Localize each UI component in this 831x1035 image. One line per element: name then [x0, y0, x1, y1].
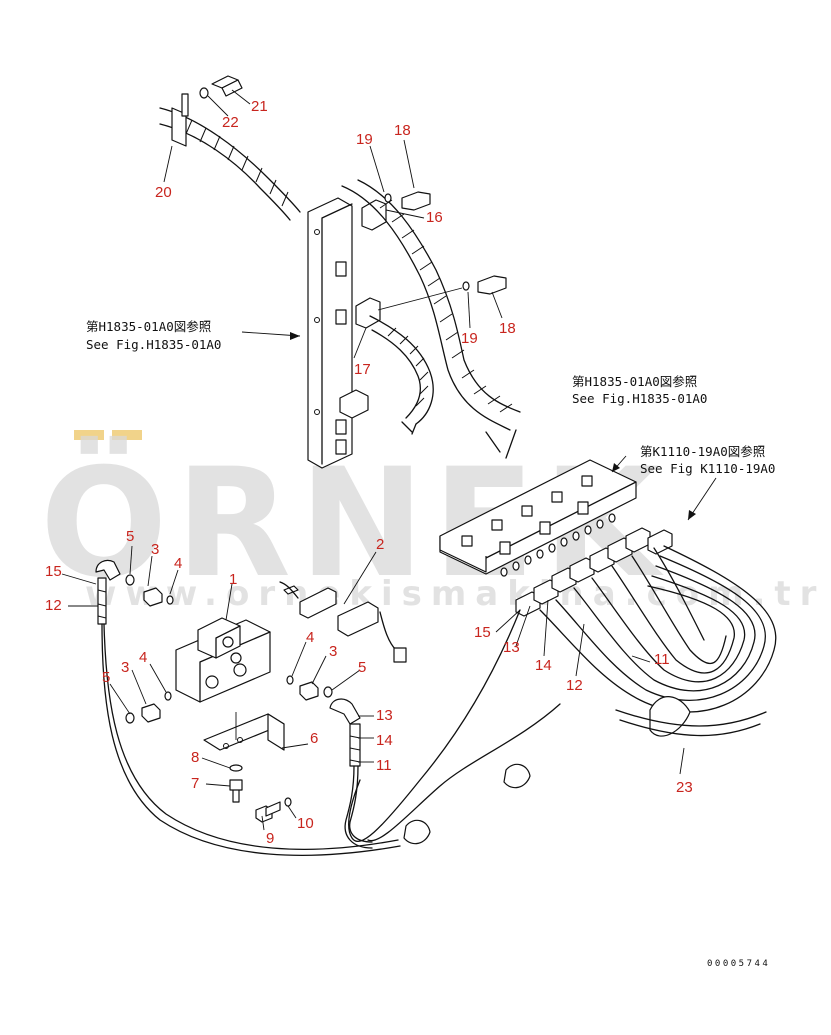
callout-23: 23 — [676, 779, 693, 796]
callout-11: 11 — [654, 651, 670, 668]
callout-8: 8 — [191, 749, 199, 766]
ref-h1835-jp: 第H1835-01A0図参照 — [86, 319, 211, 334]
callout-10: 10 — [297, 815, 314, 832]
left-hose — [95, 559, 401, 857]
callout-13: 13 — [503, 639, 520, 656]
callout-3: 3 — [329, 643, 337, 660]
callout-14: 14 — [376, 732, 393, 749]
callout-17: 17 — [354, 361, 371, 378]
callout-7: 7 — [191, 775, 199, 792]
callout-numbers: 1 2 3 3 3 4 4 4 5 5 5 6 7 8 9 10 11 11 1… — [45, 98, 693, 847]
watermark-umlaut-left — [74, 430, 104, 440]
hose-bundle — [348, 545, 777, 845]
ref-k1110-en: See Fig K1110-19A0 — [640, 461, 775, 476]
callout-22: 22 — [222, 114, 239, 131]
solenoid-valve-assembly — [125, 574, 407, 849]
callout-18: 18 — [394, 122, 411, 139]
ref-h1835-jp-2: 第H1835-01A0図参照 — [572, 374, 697, 389]
callout-4: 4 — [139, 649, 147, 666]
callout-15: 15 — [45, 563, 62, 580]
callout-3: 3 — [151, 541, 159, 558]
callout-20: 20 — [155, 184, 172, 201]
leader-lines — [61, 89, 651, 831]
callout-2: 2 — [376, 536, 384, 553]
callout-5: 5 — [358, 659, 366, 676]
callout-5: 5 — [102, 669, 110, 686]
callout-4: 4 — [306, 629, 314, 646]
callout-16: 16 — [426, 209, 443, 226]
callout-19: 19 — [356, 131, 373, 148]
watermark-umlaut-right — [112, 430, 142, 440]
callout-12: 12 — [566, 677, 583, 694]
callout-3: 3 — [121, 659, 129, 676]
reference-notes: 第H1835-01A0図参照 See Fig.H1835-01A0 第H1835… — [86, 319, 775, 476]
callout-11: 11 — [376, 757, 392, 774]
ref-h1835-en: See Fig.H1835-01A0 — [86, 337, 221, 352]
callout-21: 21 — [251, 98, 268, 115]
callout-4: 4 — [174, 555, 182, 572]
callout-15: 15 — [474, 624, 491, 641]
callout-1: 1 — [229, 571, 237, 588]
ref-h1835-en-2: See Fig.H1835-01A0 — [572, 391, 707, 406]
callout-5: 5 — [126, 528, 134, 545]
ref-k1110-jp: 第K1110-19A0図参照 — [640, 444, 765, 459]
callout-12: 12 — [45, 597, 62, 614]
callout-6: 6 — [310, 730, 318, 747]
callout-9: 9 — [266, 830, 274, 847]
valve-manifold — [439, 455, 717, 617]
drawing-number: 00005744 — [707, 959, 770, 969]
callout-13: 13 — [376, 707, 393, 724]
callout-19: 19 — [461, 330, 478, 347]
callout-14: 14 — [535, 657, 552, 674]
upper-harness — [159, 75, 521, 469]
callout-18: 18 — [499, 320, 516, 337]
